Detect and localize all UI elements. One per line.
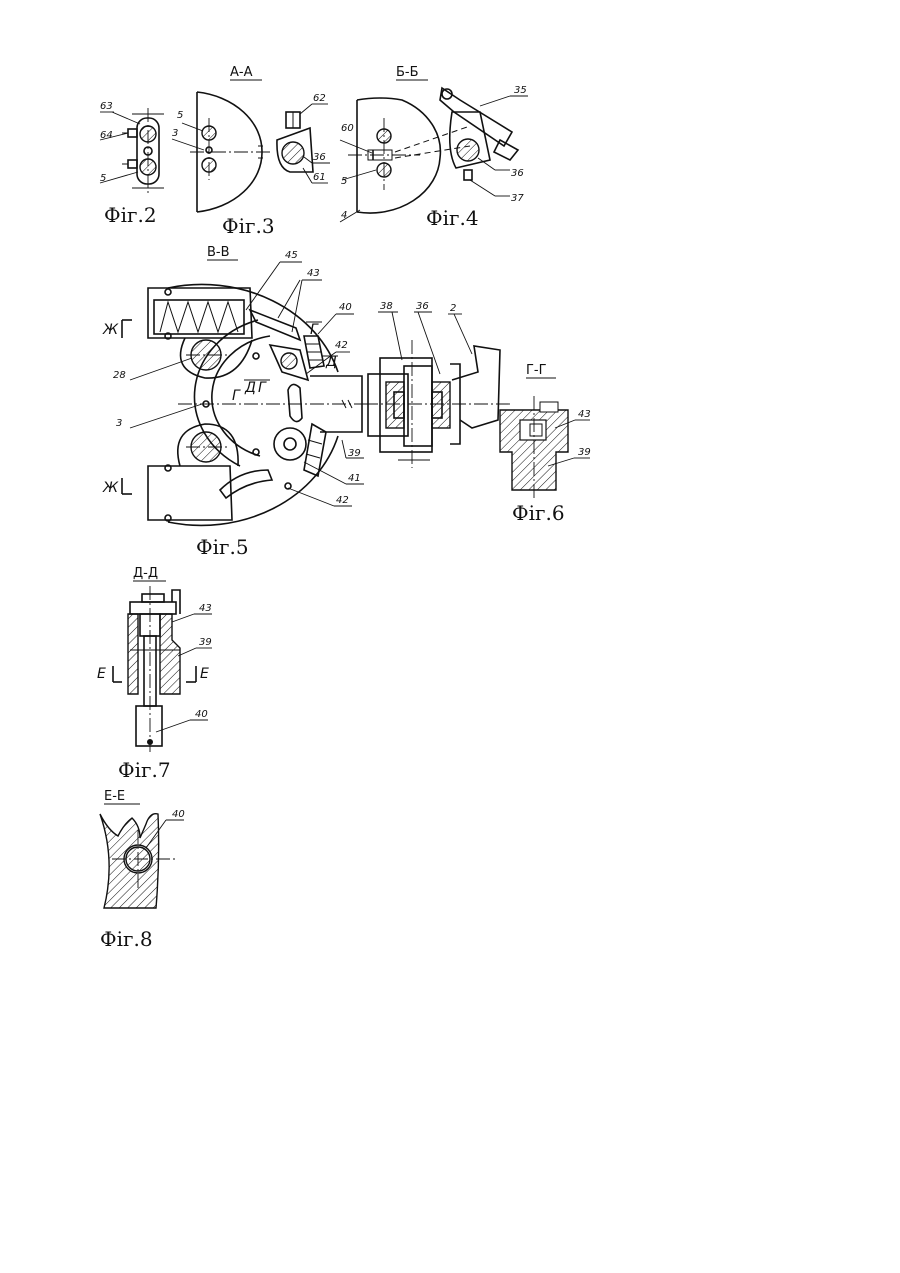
figure-8: Е-Е 40 Фіг.8 xyxy=(100,789,185,951)
fig8-section-title: Е-Е xyxy=(104,789,125,804)
fig6-label-39: 39 xyxy=(578,447,591,458)
fig7-mark-e-left: Е xyxy=(97,666,106,682)
fig4-label-35: 35 xyxy=(514,85,527,96)
figure-5: В-В xyxy=(102,245,510,559)
fig3-section-title: А-А xyxy=(230,65,253,80)
fig8-label-40: 40 xyxy=(172,809,185,820)
fig3-caption: Фіг.3 xyxy=(222,214,275,238)
fig3-label-5: 5 xyxy=(177,110,183,121)
fig3-label-3: 3 xyxy=(172,128,178,139)
fig5-caption: Фіг.5 xyxy=(196,535,249,559)
fig2-caption: Фіг.2 xyxy=(104,203,157,227)
fig4-label-36: 36 xyxy=(511,168,524,179)
fig5-label-38: 38 xyxy=(380,301,393,312)
fig7-mark-e-right: Е xyxy=(200,666,209,682)
fig5-mark-d2: Д xyxy=(244,380,256,396)
fig3-label-36: 36 xyxy=(313,152,326,163)
figure-6: Г-Г 43 39 Фіг.6 xyxy=(500,363,591,525)
fig2-label-5: 5 xyxy=(100,173,106,184)
fig7-section-title: Д-Д xyxy=(133,566,158,581)
fig4-label-37: 37 xyxy=(511,193,524,204)
fig6-caption: Фіг.6 xyxy=(512,501,565,525)
fig7-label-43: 43 xyxy=(199,603,212,614)
fig5-label-41: 41 xyxy=(348,473,361,484)
fig5-label-28: 28 xyxy=(113,370,126,381)
fig5-label-40: 40 xyxy=(339,302,352,313)
fig6-section-title: Г-Г xyxy=(526,363,547,378)
fig3-label-62: 62 xyxy=(313,93,326,104)
fig3-label-61: 61 xyxy=(313,172,326,183)
fig2-label-64: 64 xyxy=(100,130,113,141)
fig5-mark-g3: Г xyxy=(258,380,267,396)
fig5-section-title: В-В xyxy=(207,245,230,260)
fig5-mark-g2: Г xyxy=(232,388,241,404)
figure-7: Д-Д Е Е 43 39 40 Фіг.7 xyxy=(97,566,212,782)
fig7-label-40: 40 xyxy=(195,709,208,720)
fig4-label-5: 5 xyxy=(341,176,347,187)
fig4-caption: Фіг.4 xyxy=(426,206,479,230)
fig6-label-43: 43 xyxy=(578,409,591,420)
fig7-caption: Фіг.7 xyxy=(118,758,171,782)
figure-2: 63 64 5 Фіг.2 xyxy=(100,101,164,227)
fig5-label-2: 2 xyxy=(450,303,456,314)
fig7-label-39: 39 xyxy=(199,637,212,648)
fig5-mark-zh-top: Ж xyxy=(102,322,119,338)
fig4-label-60: 60 xyxy=(341,123,354,134)
fig5-label-3: 3 xyxy=(116,418,122,429)
fig5-label-42-bottom: 42 xyxy=(336,495,349,506)
fig8-caption: Фіг.8 xyxy=(100,927,153,951)
fig2-label-63: 63 xyxy=(100,101,113,112)
fig4-label-4: 4 xyxy=(341,210,347,221)
fig4-section-title: Б-Б xyxy=(396,65,419,80)
fig5-label-39: 39 xyxy=(348,448,361,459)
fig5-mark-g1: Г xyxy=(310,322,319,338)
fig5-mark-zh-bottom: Ж xyxy=(102,480,119,496)
fig5-label-36: 36 xyxy=(416,301,429,312)
fig5-label-45: 45 xyxy=(285,250,298,261)
fig5-label-43: 43 xyxy=(307,268,320,279)
figure-3: А-А 5 3 62 36 61 Фіг.3 xyxy=(172,65,330,238)
fig5-label-42-top: 42 xyxy=(335,340,348,351)
figure-4: Б-Б 35 60 5 4 36 37 Фіг.4 xyxy=(340,65,528,230)
